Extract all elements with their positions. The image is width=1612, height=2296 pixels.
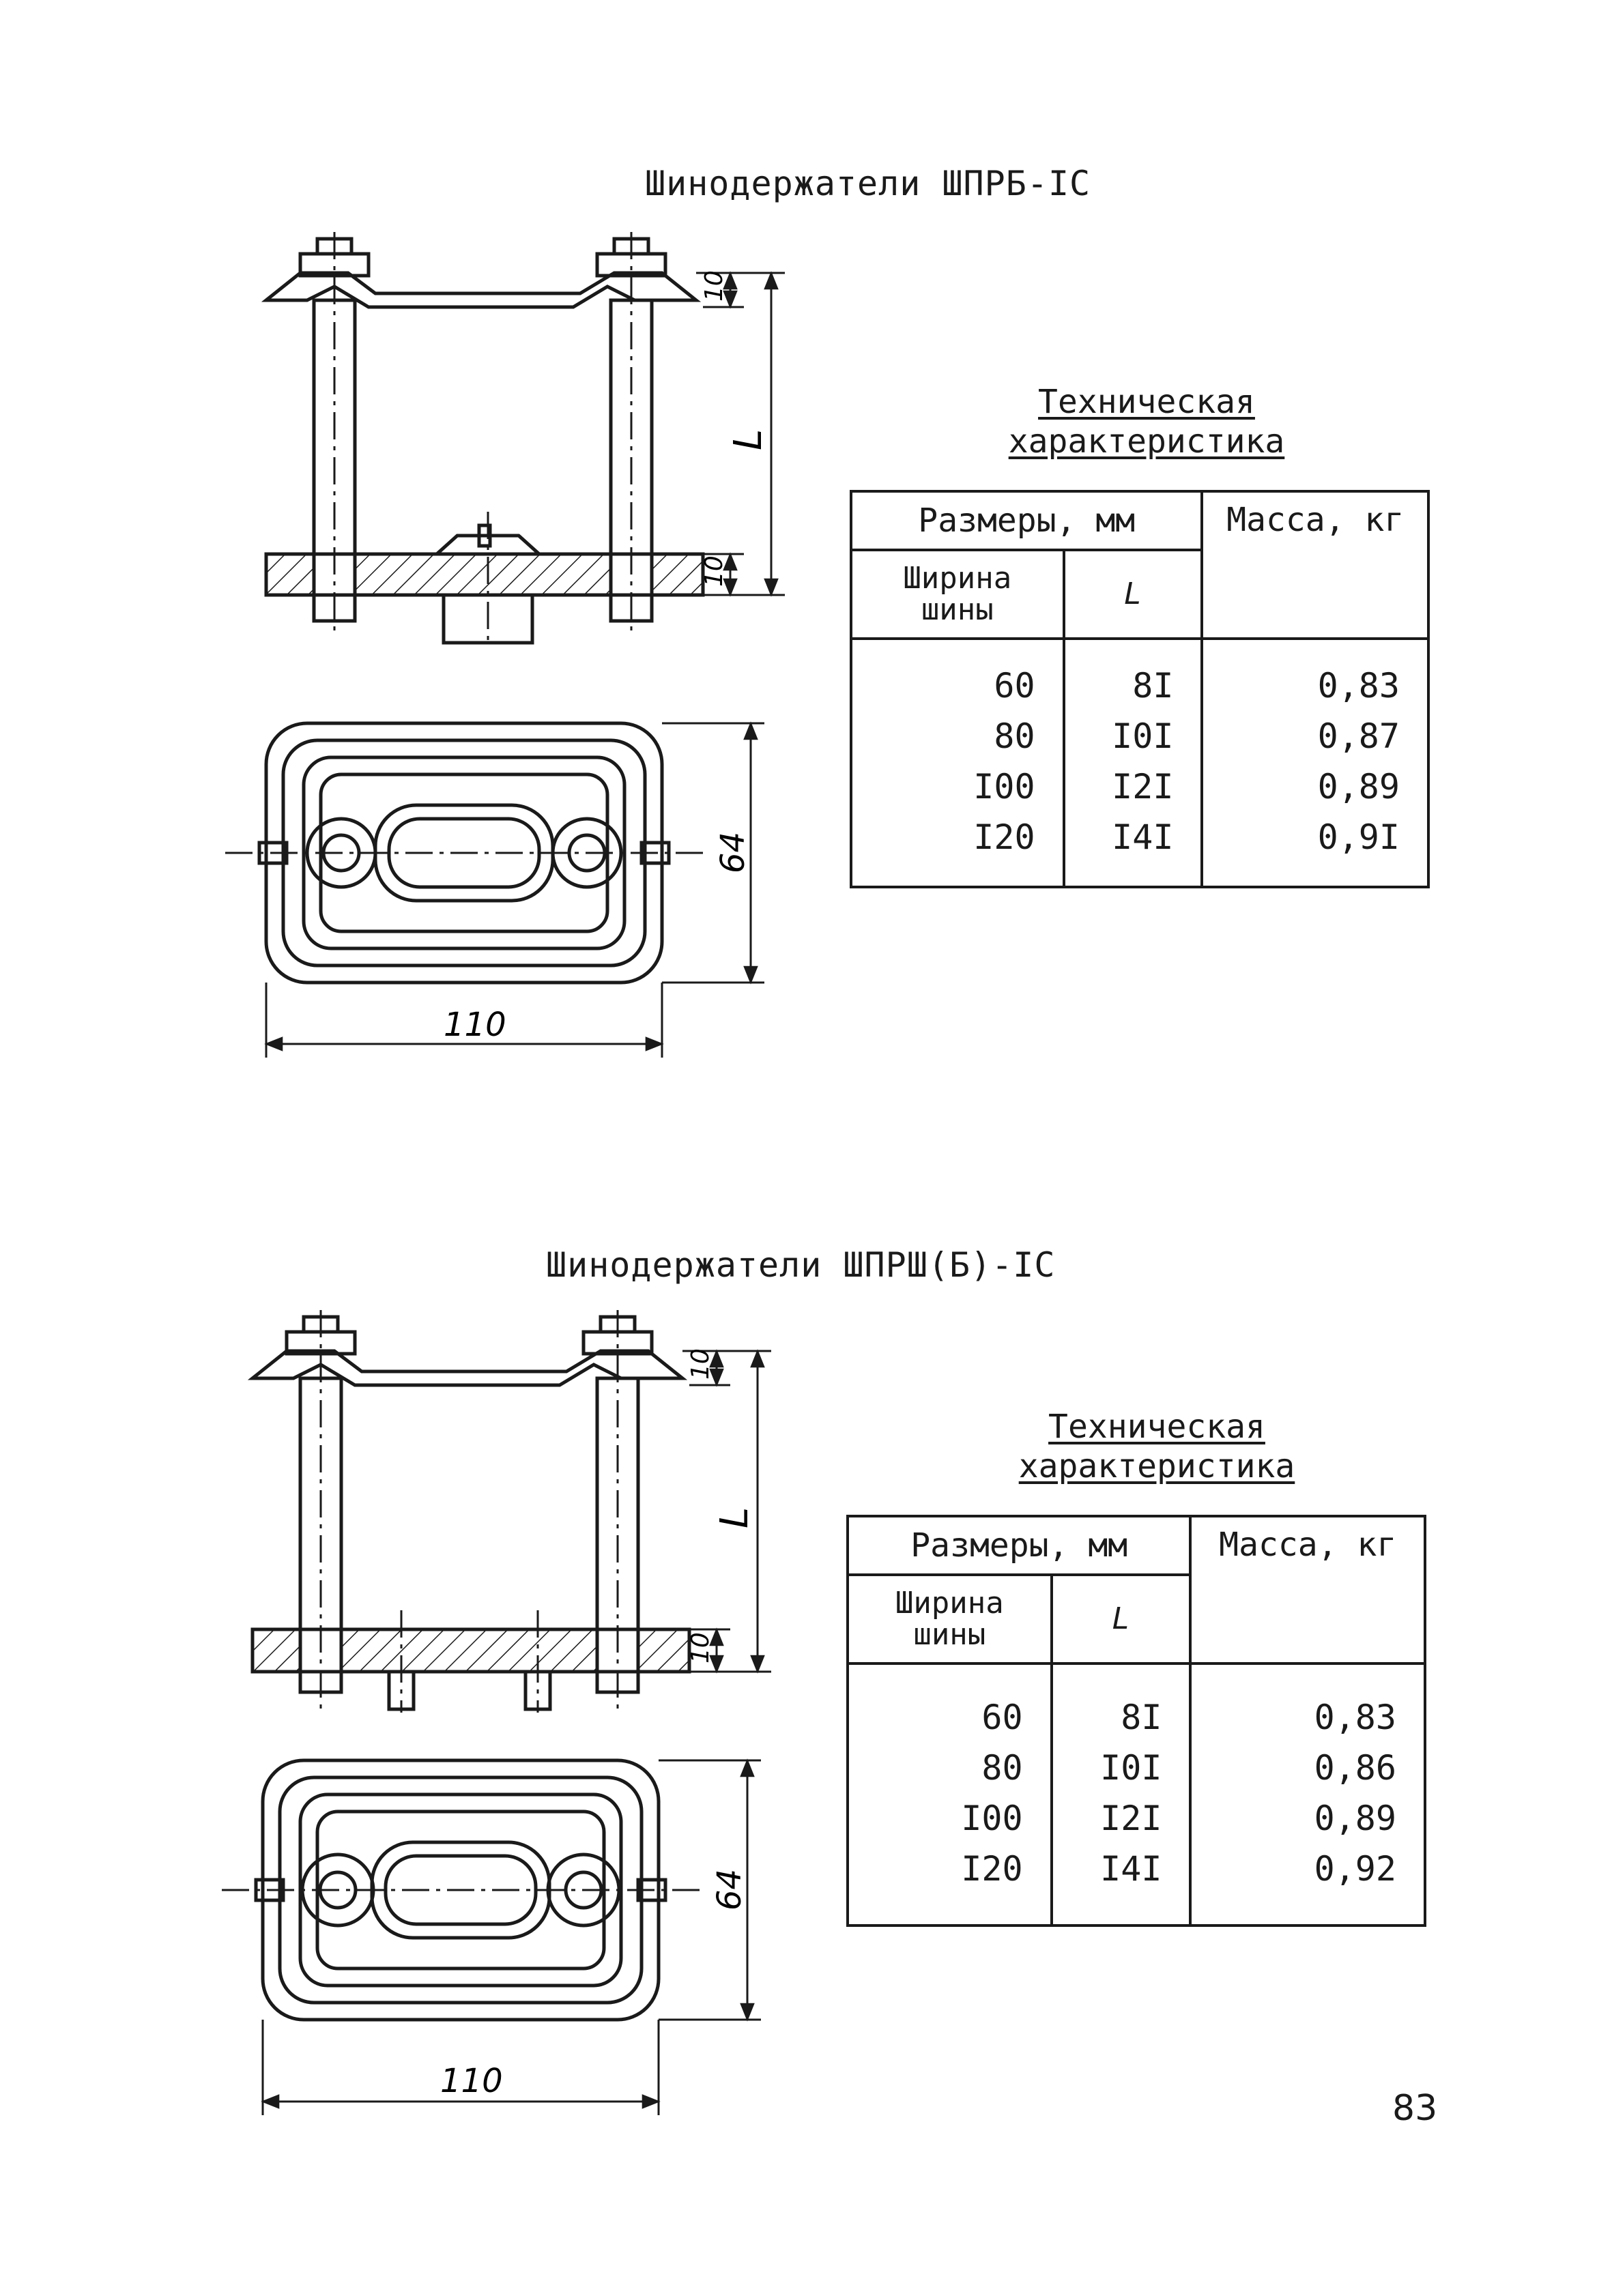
section-2-dim-width: 110	[440, 2062, 503, 2100]
section-1-side-view: 10 10 L	[261, 232, 785, 645]
width-header: Ширина шины	[846, 1573, 1053, 1665]
section-1-plan-view: 64 110	[225, 721, 764, 1058]
section-1-dim-height: 64	[714, 832, 752, 873]
mass-header: Масса, кг	[1200, 490, 1430, 640]
section-2-spec-heading: Техническая характеристика	[1018, 1408, 1295, 1485]
l-header: L	[1062, 549, 1204, 640]
section-1-spec-heading: Техническая характеристика	[1008, 383, 1285, 461]
section-2-plan-view: 64 110	[222, 1758, 761, 2115]
l-column: 8I I0I I2I I4I	[1050, 1662, 1192, 1927]
section-1-title: Шинодержатели ШПРБ-IС	[645, 164, 1091, 203]
section-2-dim-l: L	[713, 1507, 757, 1528]
section-1-dim-l: L	[726, 429, 771, 450]
mass-column: 0,83 0,86 0,89 0,92	[1189, 1662, 1426, 1927]
sizes-header: Размеры, мм	[846, 1515, 1192, 1576]
section-2-dim-top: 10	[687, 1348, 715, 1380]
section-2-dim-height: 64	[710, 1869, 749, 1910]
section-2-spec-table: Размеры, мм Масса, кг Ширина шины L 60 8…	[846, 1515, 1426, 1927]
width-column: 60 80 I00 I20	[850, 637, 1065, 888]
width-column: 60 80 I00 I20	[846, 1662, 1053, 1927]
section-2-dim-bottom: 10	[687, 1632, 715, 1663]
mass-column: 0,83 0,87 0,89 0,9I	[1200, 637, 1430, 888]
sizes-header: Размеры, мм	[849, 490, 1204, 551]
section-1-dim-bottom: 10	[700, 555, 728, 587]
section-2-title: Шинодержатели ШПРШ(Б)-IС	[546, 1245, 1056, 1285]
section-1-spec-table: Размеры, мм Масса, кг Ширина шины L 60 8…	[849, 490, 1430, 888]
section-2-side-view: 10 10 L	[247, 1310, 771, 1713]
l-column: 8I I0I I2I I4I	[1062, 637, 1204, 888]
page-number: 83	[1392, 2088, 1438, 2129]
width-header: Ширина шины	[850, 549, 1065, 640]
section-1-dim-width: 110	[444, 1006, 506, 1044]
mass-header: Масса, кг	[1189, 1515, 1426, 1665]
section-1-dim-top: 10	[700, 270, 728, 302]
l-header: L	[1050, 1573, 1192, 1665]
